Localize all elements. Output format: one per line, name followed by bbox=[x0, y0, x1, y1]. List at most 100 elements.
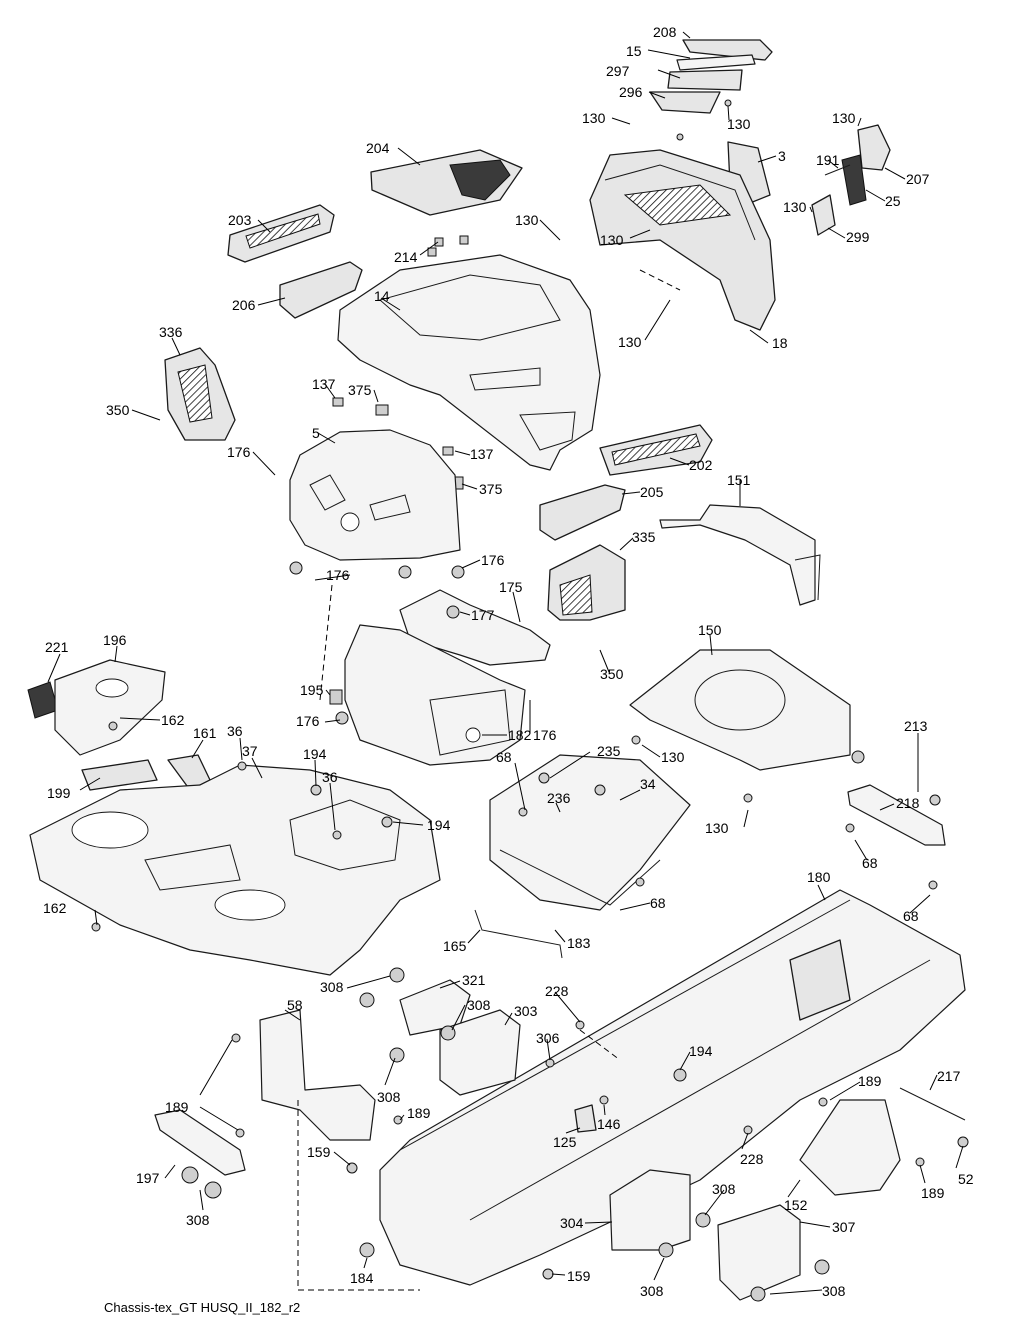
part-125 bbox=[574, 1104, 597, 1133]
callout-146: 146 bbox=[597, 1116, 621, 1132]
callout-308: 308 bbox=[377, 1089, 401, 1105]
part-180-rail bbox=[399, 899, 851, 1151]
callout-189: 189 bbox=[858, 1073, 882, 1089]
callout-125: 125 bbox=[553, 1134, 577, 1150]
part-299 bbox=[811, 194, 836, 236]
callout-165: 165 bbox=[443, 938, 467, 954]
fastener-194a bbox=[310, 784, 322, 796]
callout-308: 308 bbox=[712, 1181, 736, 1197]
callout-130: 130 bbox=[600, 232, 624, 248]
part-150 bbox=[629, 649, 851, 771]
part-15 bbox=[676, 54, 756, 71]
assembly-line-4 bbox=[639, 269, 681, 291]
part-5-knob bbox=[340, 512, 360, 532]
callout-206: 206 bbox=[232, 297, 256, 313]
part-146 bbox=[599, 1095, 609, 1105]
bumper-308b bbox=[359, 992, 375, 1008]
callout-299: 299 bbox=[846, 229, 870, 245]
fastener-159a bbox=[346, 1162, 358, 1174]
callout-184: 184 bbox=[350, 1270, 374, 1286]
fastener-130a bbox=[631, 735, 641, 745]
part-137b bbox=[442, 446, 454, 456]
part-196 bbox=[54, 659, 166, 756]
callout-162: 162 bbox=[161, 712, 185, 728]
callout-159: 159 bbox=[567, 1268, 591, 1284]
callout-130: 130 bbox=[783, 199, 807, 215]
fastener-176b bbox=[398, 565, 412, 579]
callout-175: 175 bbox=[499, 579, 523, 595]
part-221 bbox=[27, 681, 59, 719]
part-37-hole-1 bbox=[71, 811, 149, 849]
callout-236: 236 bbox=[547, 790, 571, 806]
callout-176: 176 bbox=[481, 552, 505, 568]
bumper-184 bbox=[359, 1242, 375, 1258]
callout-207: 207 bbox=[906, 171, 930, 187]
fastener-235b bbox=[594, 784, 606, 796]
callout-306: 306 bbox=[536, 1030, 560, 1046]
part-336-mesh bbox=[177, 364, 213, 423]
fastener-189c bbox=[393, 1115, 403, 1125]
part-202-mesh bbox=[611, 433, 701, 466]
fastener-162b bbox=[91, 922, 101, 932]
callout-130: 130 bbox=[661, 749, 685, 765]
part-182-face bbox=[429, 689, 511, 756]
callout-214: 214 bbox=[394, 249, 418, 265]
part-37-seat bbox=[289, 799, 401, 871]
part-214a bbox=[434, 237, 444, 247]
leader-lines bbox=[47, 31, 964, 1295]
callout-176: 176 bbox=[296, 713, 320, 729]
part-191 bbox=[824, 164, 851, 176]
callout-189: 189 bbox=[921, 1185, 945, 1201]
callout-194: 194 bbox=[303, 746, 327, 762]
part-37 bbox=[29, 764, 441, 976]
callout-296: 296 bbox=[619, 84, 643, 100]
callout-303: 303 bbox=[514, 1003, 538, 1019]
part-14-vent bbox=[519, 411, 576, 451]
callout-15: 15 bbox=[626, 43, 642, 59]
fastener-68d bbox=[635, 877, 645, 887]
bumper-308e bbox=[181, 1166, 199, 1184]
part-296 bbox=[649, 91, 721, 114]
callout-3: 3 bbox=[778, 148, 786, 164]
part-37-tray bbox=[144, 844, 241, 891]
callout-14: 14 bbox=[374, 288, 390, 304]
callout-180: 180 bbox=[807, 869, 831, 885]
callout-217: 217 bbox=[937, 1068, 961, 1084]
fastener-159b bbox=[542, 1268, 554, 1280]
part-14-top bbox=[378, 274, 561, 341]
callout-195: 195 bbox=[300, 682, 324, 698]
callout-308: 308 bbox=[640, 1283, 664, 1299]
callout-202: 202 bbox=[689, 457, 713, 473]
part-196-gauge bbox=[95, 678, 129, 698]
part-150-hole bbox=[694, 669, 786, 731]
fastener-68b bbox=[845, 823, 855, 833]
callout-194: 194 bbox=[689, 1043, 713, 1059]
bumper-308d bbox=[389, 1047, 405, 1063]
callout-308: 308 bbox=[186, 1212, 210, 1228]
part-34 bbox=[489, 754, 691, 911]
part-182-knob bbox=[465, 727, 481, 743]
callout-36: 36 bbox=[322, 769, 338, 785]
callout-308: 308 bbox=[822, 1283, 846, 1299]
fastener-130b bbox=[743, 793, 753, 803]
bumper-308g bbox=[695, 1212, 711, 1228]
fastener-176a bbox=[289, 561, 303, 575]
callout-321: 321 bbox=[462, 972, 486, 988]
part-307 bbox=[717, 1204, 801, 1301]
callout-308: 308 bbox=[467, 997, 491, 1013]
callout-150: 150 bbox=[698, 622, 722, 638]
callout-36: 36 bbox=[227, 723, 243, 739]
part-25 bbox=[841, 154, 867, 206]
callout-183: 183 bbox=[567, 935, 591, 951]
callout-137: 137 bbox=[470, 446, 494, 462]
callout-68: 68 bbox=[496, 749, 512, 765]
part-151-bend bbox=[794, 554, 821, 601]
part-218 bbox=[847, 784, 946, 846]
part-303 bbox=[439, 1009, 521, 1096]
callout-161: 161 bbox=[193, 725, 217, 741]
part-204-stripe bbox=[449, 159, 511, 201]
callout-218: 218 bbox=[896, 795, 920, 811]
part-18-mesh bbox=[623, 184, 732, 226]
fastener-194b bbox=[381, 816, 393, 828]
fastener-176d bbox=[335, 711, 349, 725]
